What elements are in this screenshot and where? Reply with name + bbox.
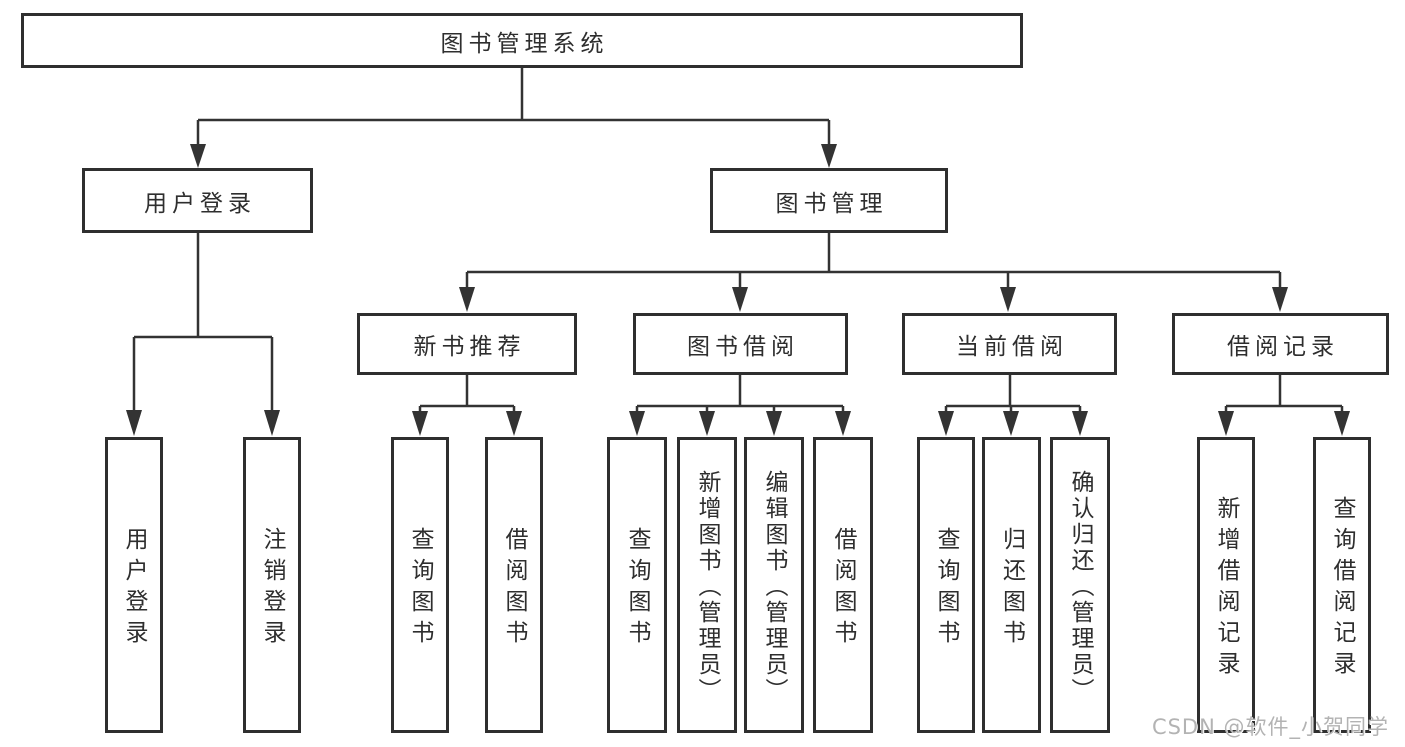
node-user-login-label: 用户登录 xyxy=(144,190,256,217)
leaf-confirm-return-admin-label: 确认归还（管理员） xyxy=(1067,469,1093,704)
node-book-management-label: 图书管理 xyxy=(775,190,888,217)
leaf-user-login: 用户登录 xyxy=(105,437,163,733)
leaf-query-books-1: 查询图书 xyxy=(391,437,449,733)
node-user-login: 用户登录 xyxy=(82,168,313,233)
leaf-confirm-return-admin: 确认归还（管理员） xyxy=(1050,437,1110,733)
leaf-user-login-label: 用户登录 xyxy=(121,527,147,651)
leaf-borrow-books-2-label: 借阅图书 xyxy=(830,527,856,651)
leaf-borrow-books-2: 借阅图书 xyxy=(813,437,873,733)
node-book-borrow-label: 图书借阅 xyxy=(687,334,799,360)
leaf-logout: 注销登录 xyxy=(243,437,301,733)
leaf-borrow-books-1-label: 借阅图书 xyxy=(501,527,527,651)
leaf-return-books: 归还图书 xyxy=(982,437,1041,733)
leaf-query-borrow-record-label: 查询借阅记录 xyxy=(1329,496,1355,682)
leaf-return-books-label: 归还图书 xyxy=(998,527,1025,651)
leaf-edit-books-admin-label: 编辑图书（管理员） xyxy=(761,469,787,704)
node-new-book-recommend: 新书推荐 xyxy=(357,313,577,375)
leaf-query-borrow-record: 查询借阅记录 xyxy=(1313,437,1371,733)
watermark: CSDN @软件_小贺同学 xyxy=(1151,715,1389,739)
leaf-logout-label: 注销登录 xyxy=(259,527,285,651)
node-root-library-system: 图书管理系统 xyxy=(21,13,1023,68)
node-root-label: 图书管理系统 xyxy=(440,30,609,57)
node-current-borrow-label: 当前借阅 xyxy=(956,334,1068,360)
leaf-query-books-1-label: 查询图书 xyxy=(407,527,433,651)
leaf-query-books-2: 查询图书 xyxy=(607,437,667,733)
leaf-borrow-books-1: 借阅图书 xyxy=(485,437,543,733)
leaf-query-books-2-label: 查询图书 xyxy=(624,527,650,651)
leaf-query-books-3: 查询图书 xyxy=(917,437,975,733)
node-book-management: 图书管理 xyxy=(710,168,948,233)
node-book-borrow: 图书借阅 xyxy=(633,313,848,375)
node-current-borrow: 当前借阅 xyxy=(902,313,1117,375)
node-new-book-recommend-label: 新书推荐 xyxy=(413,334,526,360)
leaf-add-borrow-record: 新增借阅记录 xyxy=(1197,437,1255,733)
leaf-add-books-admin: 新增图书（管理员） xyxy=(677,437,737,733)
leaf-add-books-admin-label: 新增图书（管理员） xyxy=(694,469,720,704)
leaf-add-borrow-record-label: 新增借阅记录 xyxy=(1213,496,1239,682)
node-borrow-records: 借阅记录 xyxy=(1172,313,1389,375)
leaf-edit-books-admin: 编辑图书（管理员） xyxy=(744,437,804,733)
node-borrow-records-label: 借阅记录 xyxy=(1227,334,1339,360)
leaf-query-books-3-label: 查询图书 xyxy=(933,527,959,651)
